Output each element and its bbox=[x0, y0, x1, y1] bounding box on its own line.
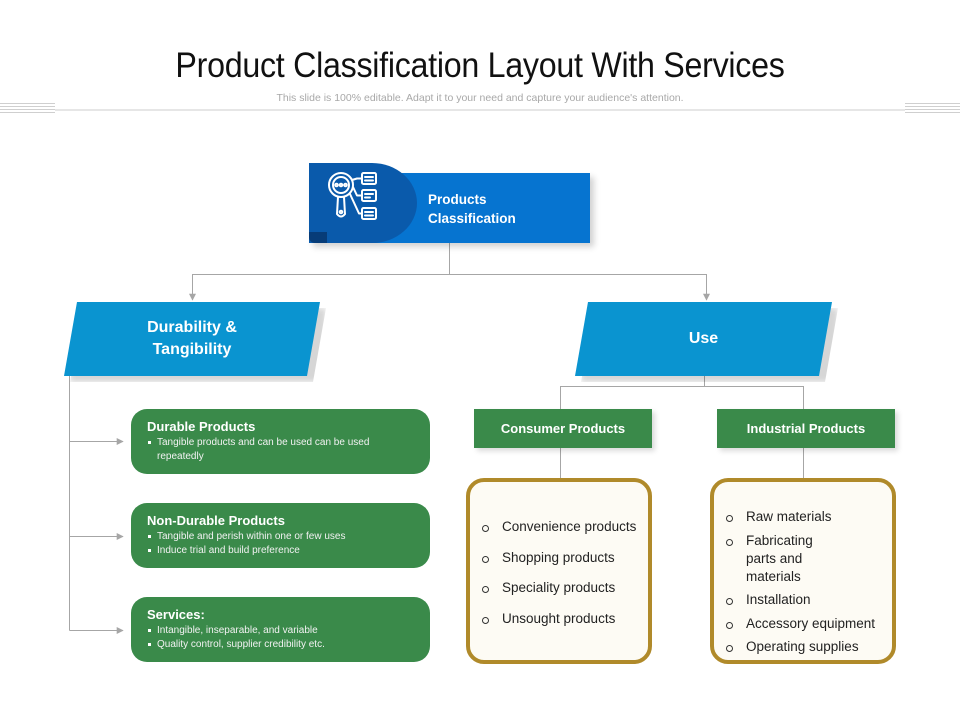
industrial-products-list: Raw materials Fabricating parts and mate… bbox=[710, 478, 896, 664]
circle-bullet-icon bbox=[726, 621, 733, 629]
list-item: Accessory equipment bbox=[726, 615, 886, 633]
circle-bullet-icon bbox=[726, 645, 733, 652]
list-item-text: Operating supplies bbox=[746, 639, 859, 654]
list-item-text: Accessory equipment bbox=[746, 615, 876, 631]
list-item-text: Fabricating parts and materials bbox=[746, 532, 813, 584]
consumer-products-list: Convenience products Shopping products S… bbox=[466, 478, 652, 664]
durable-products-box: Durable Products Tangible products and c… bbox=[131, 409, 430, 474]
circle-bullet-icon bbox=[482, 555, 489, 563]
list-item-text: Installation bbox=[746, 592, 811, 607]
list-item: Fabricating parts and materials bbox=[726, 532, 846, 586]
list-item: Operating supplies bbox=[726, 638, 886, 656]
list-item: Installation bbox=[726, 591, 886, 609]
durable-products-title: Durable Products bbox=[147, 419, 256, 434]
list-item-text: Speciality products bbox=[502, 580, 616, 595]
use-label: Use bbox=[688, 330, 719, 347]
list-item-text: Raw materials bbox=[746, 509, 832, 524]
circle-bullet-icon bbox=[726, 538, 733, 546]
circle-bullet-icon bbox=[726, 515, 733, 522]
circle-bullet-icon bbox=[482, 525, 489, 532]
industrial-products-header: Industrial Products bbox=[717, 409, 895, 448]
services-title: Services: bbox=[147, 607, 205, 622]
consumer-products-header: Consumer Products bbox=[474, 409, 652, 448]
decorative-stripes-left bbox=[0, 103, 55, 115]
durable-products-bullets: Tangible products and can be used can be… bbox=[147, 436, 414, 464]
root-label-line2: Classification bbox=[428, 211, 516, 226]
use-node: Use bbox=[575, 302, 832, 376]
slide-title: Product Classification Layout With Servi… bbox=[175, 46, 785, 85]
services-bullets: Intangible, inseparable, and variable Qu… bbox=[147, 624, 414, 652]
non-durable-products-title: Non-Durable Products bbox=[147, 513, 285, 528]
bullet-item: Tangible products and can be used can be… bbox=[147, 436, 414, 464]
list-item: Unsought products bbox=[482, 610, 642, 628]
root-cap-foot bbox=[309, 232, 327, 243]
decorative-stripes-right bbox=[905, 103, 960, 115]
list-item-text: Shopping products bbox=[502, 549, 615, 565]
durability-label-line1: Durability & bbox=[147, 319, 237, 336]
list-item: Convenience products bbox=[482, 518, 642, 536]
title-divider bbox=[55, 109, 905, 111]
durability-tangibility-node: Durability & Tangibility bbox=[64, 302, 320, 376]
circle-bullet-icon bbox=[726, 598, 733, 605]
circle-bullet-icon bbox=[482, 616, 489, 624]
list-item-text: Unsought products bbox=[502, 610, 616, 626]
list-item: Shopping products bbox=[482, 549, 642, 567]
durability-label-line2: Tangibility bbox=[152, 341, 232, 358]
services-box: Services: Intangible, inseparable, and v… bbox=[131, 597, 430, 662]
slide-subtitle: This slide is 100% editable. Adapt it to… bbox=[276, 92, 684, 104]
bullet-item: Induce trial and build preference bbox=[147, 544, 414, 558]
bullet-item: Quality control, supplier credibility et… bbox=[147, 638, 414, 652]
root-label-line1: Products bbox=[428, 192, 487, 207]
list-item: Speciality products bbox=[482, 579, 642, 597]
bullet-item: Intangible, inseparable, and variable bbox=[147, 624, 414, 638]
non-durable-products-box: Non-Durable Products Tangible and perish… bbox=[131, 503, 430, 568]
list-item: Raw materials bbox=[726, 508, 886, 526]
list-item-text: Convenience products bbox=[502, 519, 637, 534]
circle-bullet-icon bbox=[482, 586, 489, 593]
root-label: Products Classification bbox=[428, 190, 516, 228]
magnifier-with-list-icon bbox=[328, 172, 377, 220]
bullet-item: Tangible and perish within one or few us… bbox=[147, 530, 414, 544]
non-durable-products-bullets: Tangible and perish within one or few us… bbox=[147, 530, 414, 558]
